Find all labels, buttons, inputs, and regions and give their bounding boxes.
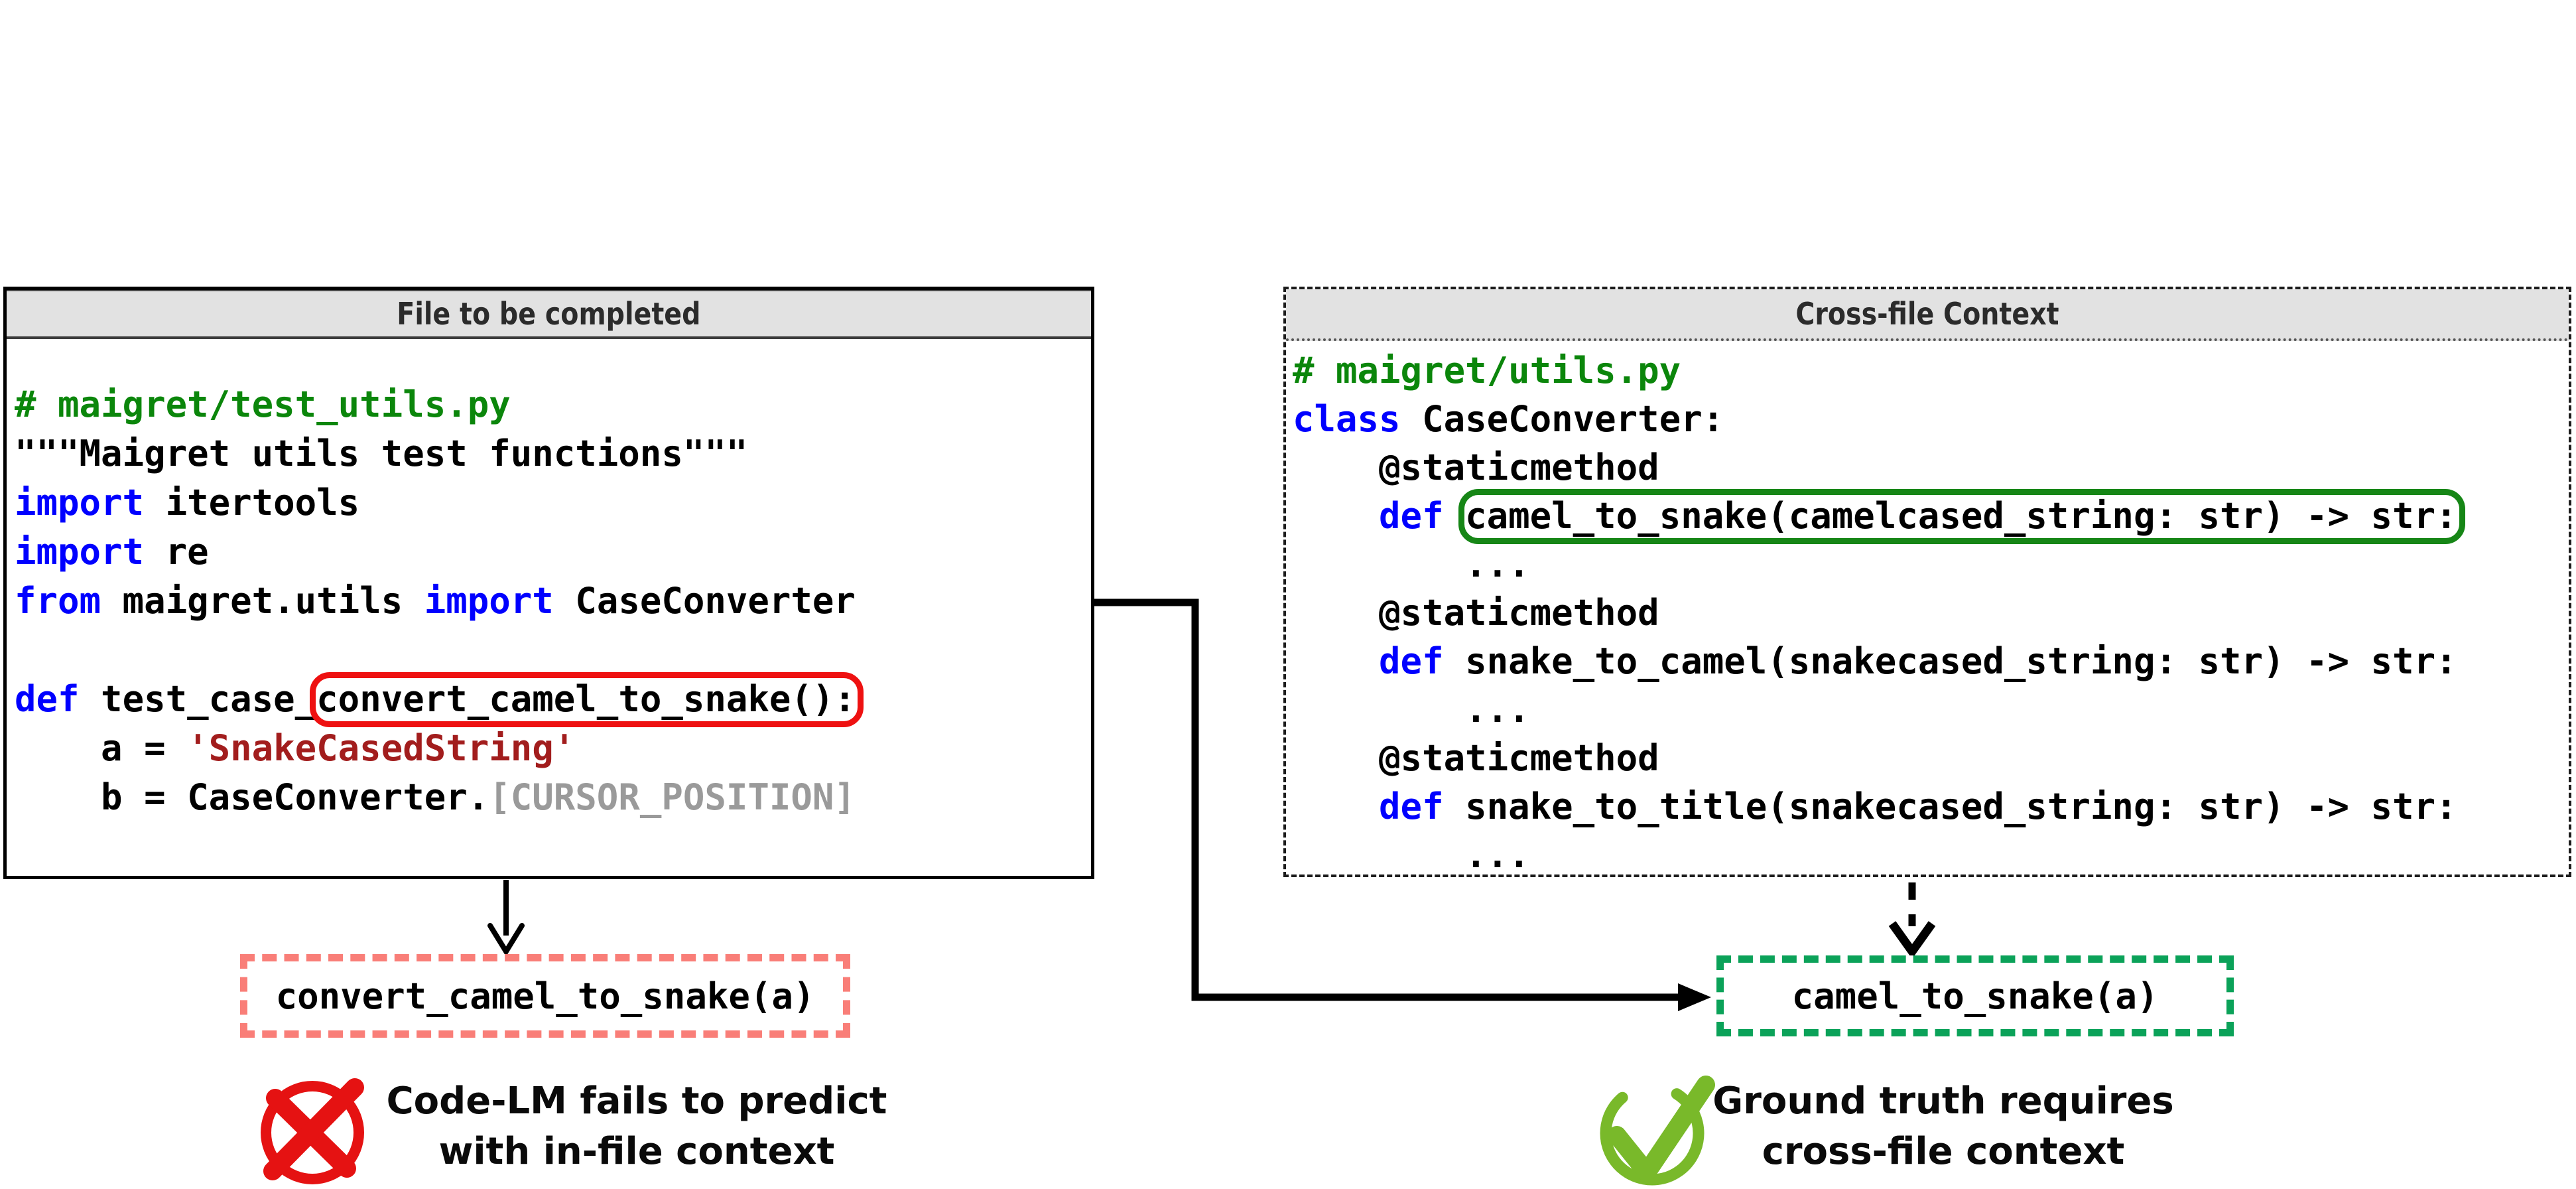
code-line: def snake_to_title(snakecased_string: st… [1293,782,2569,831]
code-segment: ... [1293,834,1530,876]
check-circle-icon [1600,1076,1715,1186]
code-line: @staticmethod [1293,734,2569,782]
left-caption-line1: Code-LM fails to predict [386,1080,887,1123]
code-line: ... [1293,540,2569,589]
code-segment: import [15,531,145,573]
code-segment: def [15,678,80,720]
left-caption: Code-LM fails to predict with in-file co… [368,1076,905,1177]
left-panel-code: # maigret/test_utils.py """Maigret utils … [7,339,1091,822]
code-segment: @staticmethod [1293,737,1659,779]
predicted-output-text: convert_camel_to_snake(a) [275,975,815,1017]
code-line: ... [1293,831,2569,879]
code-line: class CaseConverter: [1293,395,2569,443]
right-caption-line2: cross-file context [1762,1130,2125,1173]
code-segment: from [15,580,101,622]
code-segment: re [144,531,209,573]
code-segment: CaseConverter [553,580,856,622]
code-line: ... [1293,685,2569,734]
code-segment: # maigret/utils.py [1293,350,1681,391]
code-segment: def [1379,640,1444,682]
code-segment: test_case_ [79,678,317,720]
left-panel-title: File to be completed [397,296,701,332]
code-line [15,626,1091,675]
code-segment: ... [1293,689,1530,731]
green-highlight-box: camel_to_snake(camelcased_string: str) -… [1465,495,2457,537]
code-line: def camel_to_snake(camelcased_string: st… [1293,492,2569,540]
file-to-be-completed-panel: File to be completed # maigret/test_util… [3,287,1094,879]
left-panel-header: File to be completed [7,290,1091,339]
code-segment: def [1379,786,1444,827]
code-segment: """Maigret utils test functions""" [15,433,748,474]
ground-truth-output-text: camel_to_snake(a) [1791,975,2159,1017]
code-segment: # maigret/test_utils.py [15,384,511,425]
code-segment: maigret.utils [101,580,424,622]
code-segment: a = [15,727,188,769]
code-line: import itertools [15,478,1091,527]
code-line: # maigret/test_utils.py [15,380,1091,429]
code-segment [1293,495,1379,537]
code-segment: @staticmethod [1293,447,1659,488]
ground-truth-output-box: camel_to_snake(a) [1716,955,2234,1036]
code-segment: snake_to_camel(snakecased_string: str) -… [1443,640,2457,682]
code-line: def snake_to_camel(snakecased_string: st… [1293,637,2569,685]
code-segment [1293,786,1379,827]
code-segment: def [1379,495,1444,537]
right-caption: Ground truth requires cross-file context [1675,1076,2212,1177]
code-segment: [CURSOR_POSITION] [489,776,856,818]
code-line: import re [15,527,1091,577]
code-segment [1444,495,1466,537]
code-line: # maigret/utils.py [1293,346,2569,395]
cross-circle-icon [261,1078,364,1184]
code-line: @staticmethod [1293,443,2569,492]
right-panel-title: Cross-file Context [1795,296,2059,332]
code-line: a = 'SnakeCasedString' [15,724,1091,773]
code-segment: class [1293,398,1401,440]
predicted-output-box: convert_camel_to_snake(a) [240,954,850,1038]
code-segment: import [15,482,145,524]
right-down-dashed-arrow [1888,882,1936,959]
code-segment: itertools [144,482,360,524]
right-panel-header: Cross-file Context [1286,289,2569,341]
left-down-arrow [487,880,525,957]
code-segment: 'SnakeCasedString' [187,727,576,769]
code-segment: snake_to_title(snakecased_string: str) -… [1443,786,2457,827]
code-segment: @staticmethod [1293,592,1659,634]
code-segment [1293,640,1379,682]
code-line: def test_case_convert_camel_to_snake(): [15,675,1091,724]
code-line: b = CaseConverter.[CURSOR_POSITION] [15,773,1091,822]
code-segment: b = CaseConverter. [15,776,489,818]
left-caption-line2: with in-file context [438,1130,835,1173]
right-caption-line1: Ground truth requires [1712,1080,2174,1123]
code-segment: import [424,580,554,622]
code-segment: ... [1293,543,1530,585]
code-segment: CaseConverter: [1400,398,1724,440]
code-line: """Maigret utils test functions""" [15,429,1091,478]
code-line: from maigret.utils import CaseConverter [15,577,1091,626]
red-highlight-box: convert_camel_to_snake(): [316,678,856,720]
code-line: @staticmethod [1293,589,2569,637]
